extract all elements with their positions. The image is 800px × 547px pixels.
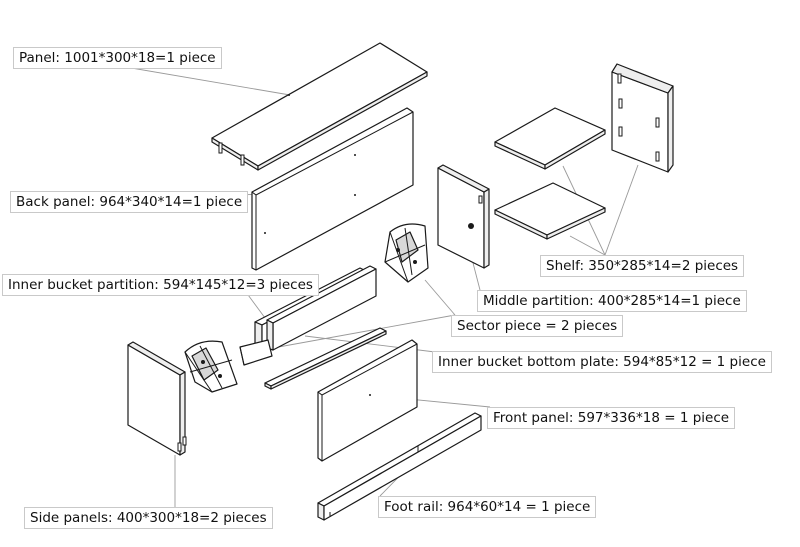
leader-sector-right bbox=[424, 279, 456, 316]
inner-bucket-bottom-plate-part bbox=[264, 327, 387, 390]
foot-rail-part bbox=[317, 412, 482, 521]
left-side-panel-part bbox=[127, 341, 187, 456]
inner-bucket-partitions-part bbox=[239, 265, 377, 366]
shelf-lower-part bbox=[494, 182, 606, 240]
label-sector-piece: Sector piece = 2 pieces bbox=[451, 315, 624, 337]
label-back-panel: Back panel: 964*340*14=1 piece bbox=[10, 191, 249, 213]
label-inner-bucket-partition: Inner bucket partition: 594*145*12=3 pie… bbox=[2, 274, 319, 296]
label-panel: Panel: 1001*300*18=1 piece bbox=[13, 47, 222, 69]
leader-shelf-side bbox=[604, 164, 639, 256]
label-shelf: Shelf: 350*285*14=2 pieces bbox=[540, 255, 745, 277]
leader-sector-left bbox=[261, 314, 456, 351]
label-foot-rail: Foot rail: 964*60*14 = 1 piece bbox=[378, 496, 597, 518]
right-side-panel-part bbox=[611, 63, 674, 173]
back-panel-part bbox=[251, 107, 414, 271]
leader-shelf-bottom bbox=[569, 235, 606, 256]
sector-piece-right-part bbox=[384, 223, 429, 283]
shelf-upper-part bbox=[494, 107, 606, 170]
top-panel-part bbox=[211, 42, 428, 171]
label-front-panel: Front panel: 597*336*18 = 1 piece bbox=[487, 407, 736, 429]
middle-partition-part bbox=[437, 164, 490, 269]
label-side-panels: Side panels: 400*300*18=2 pieces bbox=[24, 507, 273, 529]
front-panel-part bbox=[317, 339, 418, 462]
label-inner-bucket-bottom-plate: Inner bucket bottom plate: 594*85*12 = 1… bbox=[432, 351, 772, 373]
sector-piece-left-part bbox=[184, 340, 238, 393]
label-middle-partition: Middle partition: 400*285*14=1 piece bbox=[477, 290, 747, 312]
